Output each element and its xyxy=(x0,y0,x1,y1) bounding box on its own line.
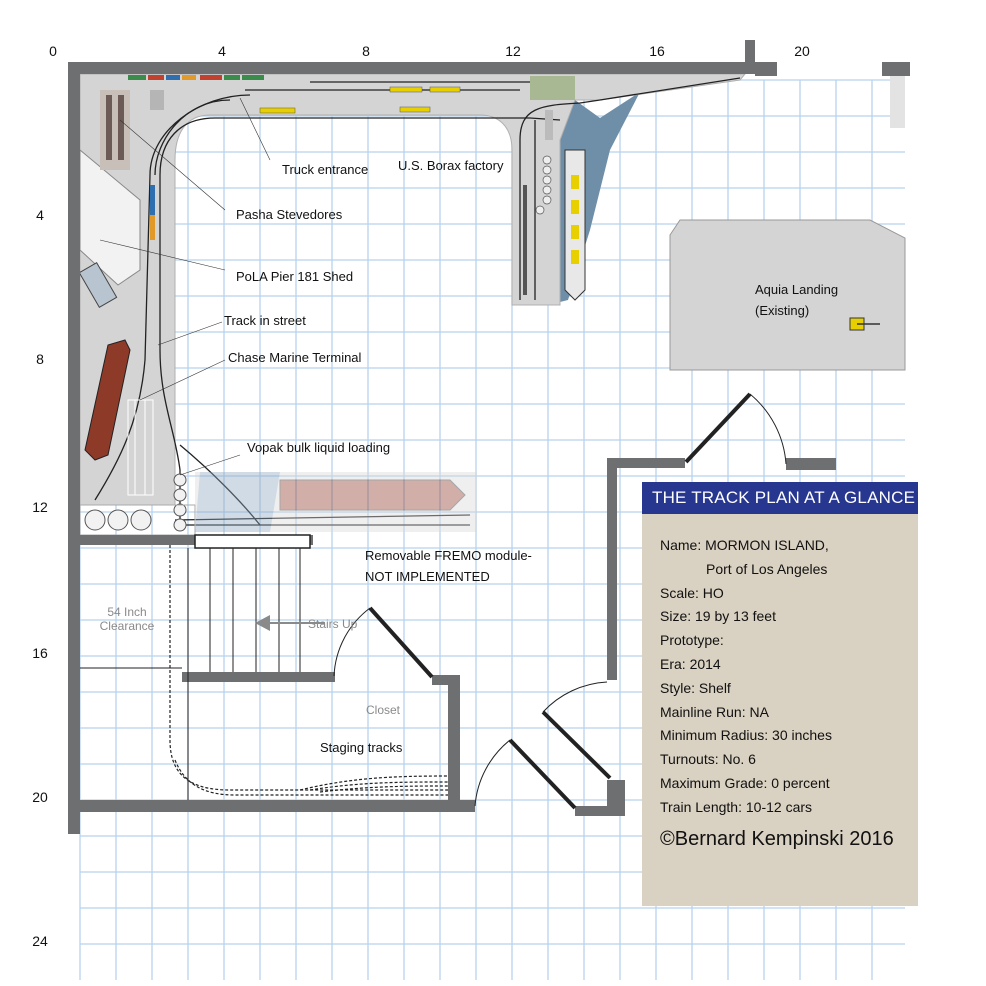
info-scale: Scale: HO xyxy=(660,584,724,601)
x-tick-16: 16 xyxy=(649,43,665,59)
info-mainline: Mainline Run: NA xyxy=(660,703,769,720)
stairs-arrow xyxy=(255,615,325,631)
info-prototype: Prototype: xyxy=(660,632,724,649)
benchwork-shelf xyxy=(79,73,747,506)
pier-181-shed xyxy=(78,261,118,309)
info-grade: Maximum Grade: 0 percent xyxy=(660,774,830,791)
y-tick-12: 12 xyxy=(32,499,48,515)
label-pasha-stevedores: Pasha Stevedores xyxy=(236,207,343,222)
label-stairs-up: Stairs Up xyxy=(308,617,358,631)
label-borax-factory: U.S. Borax factory xyxy=(398,158,504,173)
container-yard xyxy=(100,90,164,170)
info-radius: Minimum Radius: 30 inches xyxy=(660,727,832,744)
label-closet: Closet xyxy=(366,703,401,717)
fremo-module xyxy=(195,472,477,532)
y-tick-16: 16 xyxy=(32,645,48,661)
aquia-crane xyxy=(849,317,880,331)
cargo-ship-left xyxy=(84,339,131,461)
info-name-label: Name: xyxy=(660,537,702,553)
info-style: Style: Shelf xyxy=(660,679,731,696)
x-axis-labels: 0 4 8 12 16 20 xyxy=(49,43,810,59)
aquia-landing-area xyxy=(669,219,906,371)
label-vopak: Vopak bulk liquid loading xyxy=(247,440,390,455)
x-tick-0: 0 xyxy=(49,43,57,59)
label-track-in-street: Track in street xyxy=(224,313,306,328)
label-clearance-line2: Clearance xyxy=(100,619,155,633)
info-train-length: Train Length: 10-12 cars xyxy=(660,798,813,815)
rolling-stock xyxy=(150,86,553,295)
label-aquia-existing: (Existing) xyxy=(755,303,809,318)
label-clearance-line1: 54 Inch xyxy=(107,605,146,619)
info-turnouts: Turnouts: No. 6 xyxy=(660,751,756,768)
x-tick-8: 8 xyxy=(362,43,370,59)
label-pier-181-shed: PoLA Pier 181 Shed xyxy=(236,269,353,284)
mainline-tracks xyxy=(94,77,741,530)
info-name-value2: Port of Los Angeles xyxy=(706,560,828,577)
walls xyxy=(68,40,910,834)
y-tick-20: 20 xyxy=(32,789,48,805)
info-era: Era: 2014 xyxy=(660,655,721,672)
info-panel: THE TRACK PLAN AT A GLANCE Name: MORMON … xyxy=(642,482,918,906)
x-tick-20: 20 xyxy=(794,43,810,59)
label-fremo-line2: NOT IMPLEMENTED xyxy=(365,569,490,584)
y-tick-4: 4 xyxy=(36,207,44,223)
info-name-value: MORMON ISLAND, xyxy=(705,537,829,553)
info-copyright: ©Bernard Kempinski 2016 xyxy=(660,827,894,850)
info-panel-title: THE TRACK PLAN AT A GLANCE xyxy=(642,482,918,514)
stairs xyxy=(80,534,311,800)
y-tick-8: 8 xyxy=(36,351,44,367)
y-tick-24: 24 xyxy=(32,933,48,949)
info-size: Size: 19 by 13 feet xyxy=(660,608,776,625)
label-chase-marine: Chase Marine Terminal xyxy=(228,350,362,365)
leader-lines xyxy=(99,97,271,476)
door-swings xyxy=(333,392,787,810)
park-area xyxy=(530,76,575,100)
container-stacks xyxy=(128,75,264,80)
label-truck-entrance: Truck entrance xyxy=(282,162,368,177)
borax-silos xyxy=(535,155,552,215)
info-panel-body: Name: MORMON ISLAND, Port of Los Angeles… xyxy=(642,514,918,851)
label-aquia-landing: Aquia Landing xyxy=(755,282,838,297)
ship-hatches xyxy=(571,175,579,264)
x-tick-4: 4 xyxy=(218,43,226,59)
stair-block-light xyxy=(890,76,905,128)
info-name: Name: MORMON ISLAND, xyxy=(660,534,918,558)
storage-tanks xyxy=(84,473,187,532)
y-axis-labels: 4 8 12 16 20 24 xyxy=(32,207,48,949)
staging-tracks xyxy=(169,545,449,796)
label-staging-tracks: Staging tracks xyxy=(320,740,403,755)
x-tick-12: 12 xyxy=(505,43,521,59)
label-fremo-line1: Removable FREMO module- xyxy=(365,548,532,563)
